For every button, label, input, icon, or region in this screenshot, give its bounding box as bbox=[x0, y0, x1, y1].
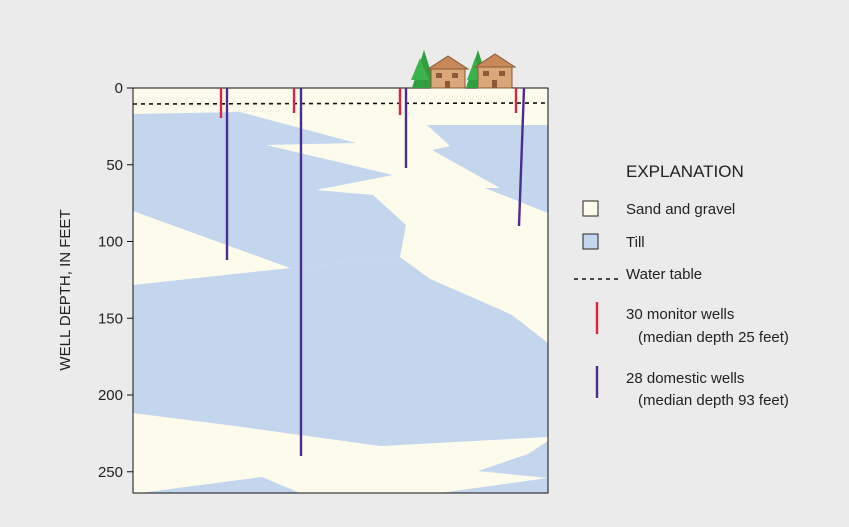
legend-domestic-label-1: 28 domestic wells bbox=[626, 370, 744, 387]
domestic-wells bbox=[225, 87, 526, 456]
sand-gravel-swatch bbox=[582, 200, 599, 217]
y-axis-tick-label: 200 bbox=[98, 387, 123, 404]
till-layer-upper bbox=[133, 112, 406, 268]
y-axis-tick-label: 250 bbox=[98, 464, 123, 481]
legend-sand-gravel-label: Sand and gravel bbox=[626, 201, 735, 218]
legend-domestic-label-2: (median depth 93 feet) bbox=[638, 392, 789, 409]
y-axis-tick-label: 150 bbox=[98, 310, 123, 327]
domestic-well bbox=[517, 87, 526, 227]
monitor-wells bbox=[219, 88, 518, 118]
water-table-line bbox=[132, 102, 549, 105]
y-axis-tick-label: 0 bbox=[115, 80, 123, 97]
till-layers bbox=[133, 112, 548, 493]
trees-and-houses bbox=[411, 50, 517, 89]
legend-till-label: Till bbox=[626, 234, 645, 251]
till-swatch bbox=[582, 233, 599, 250]
legend-monitor-label-2: (median depth 25 feet) bbox=[638, 329, 789, 346]
y-axis-tick-label: 50 bbox=[106, 157, 123, 174]
till-layer-right-upper bbox=[427, 125, 548, 213]
legend-title: EXPLANATION bbox=[626, 162, 744, 181]
till-layer-main bbox=[133, 257, 548, 446]
house-icon bbox=[426, 55, 470, 89]
till-layer-lower-right bbox=[478, 441, 548, 478]
plot-frame bbox=[132, 87, 549, 494]
legend-water-table-label: Water table bbox=[626, 266, 702, 283]
y-axis-tick-label: 100 bbox=[98, 234, 123, 251]
house-icon bbox=[473, 53, 517, 89]
legend-monitor-label-1: 30 monitor wells bbox=[626, 306, 734, 323]
y-axis-ticks: 0 50 100 150 200 250 bbox=[98, 80, 133, 481]
y-axis-label: WELL DEPTH, IN FEET bbox=[57, 209, 74, 370]
till-layer-bottom bbox=[140, 477, 548, 493]
legend: EXPLANATION Sand and gravel Till Water t… bbox=[574, 162, 789, 409]
tree-icon bbox=[411, 50, 436, 88]
